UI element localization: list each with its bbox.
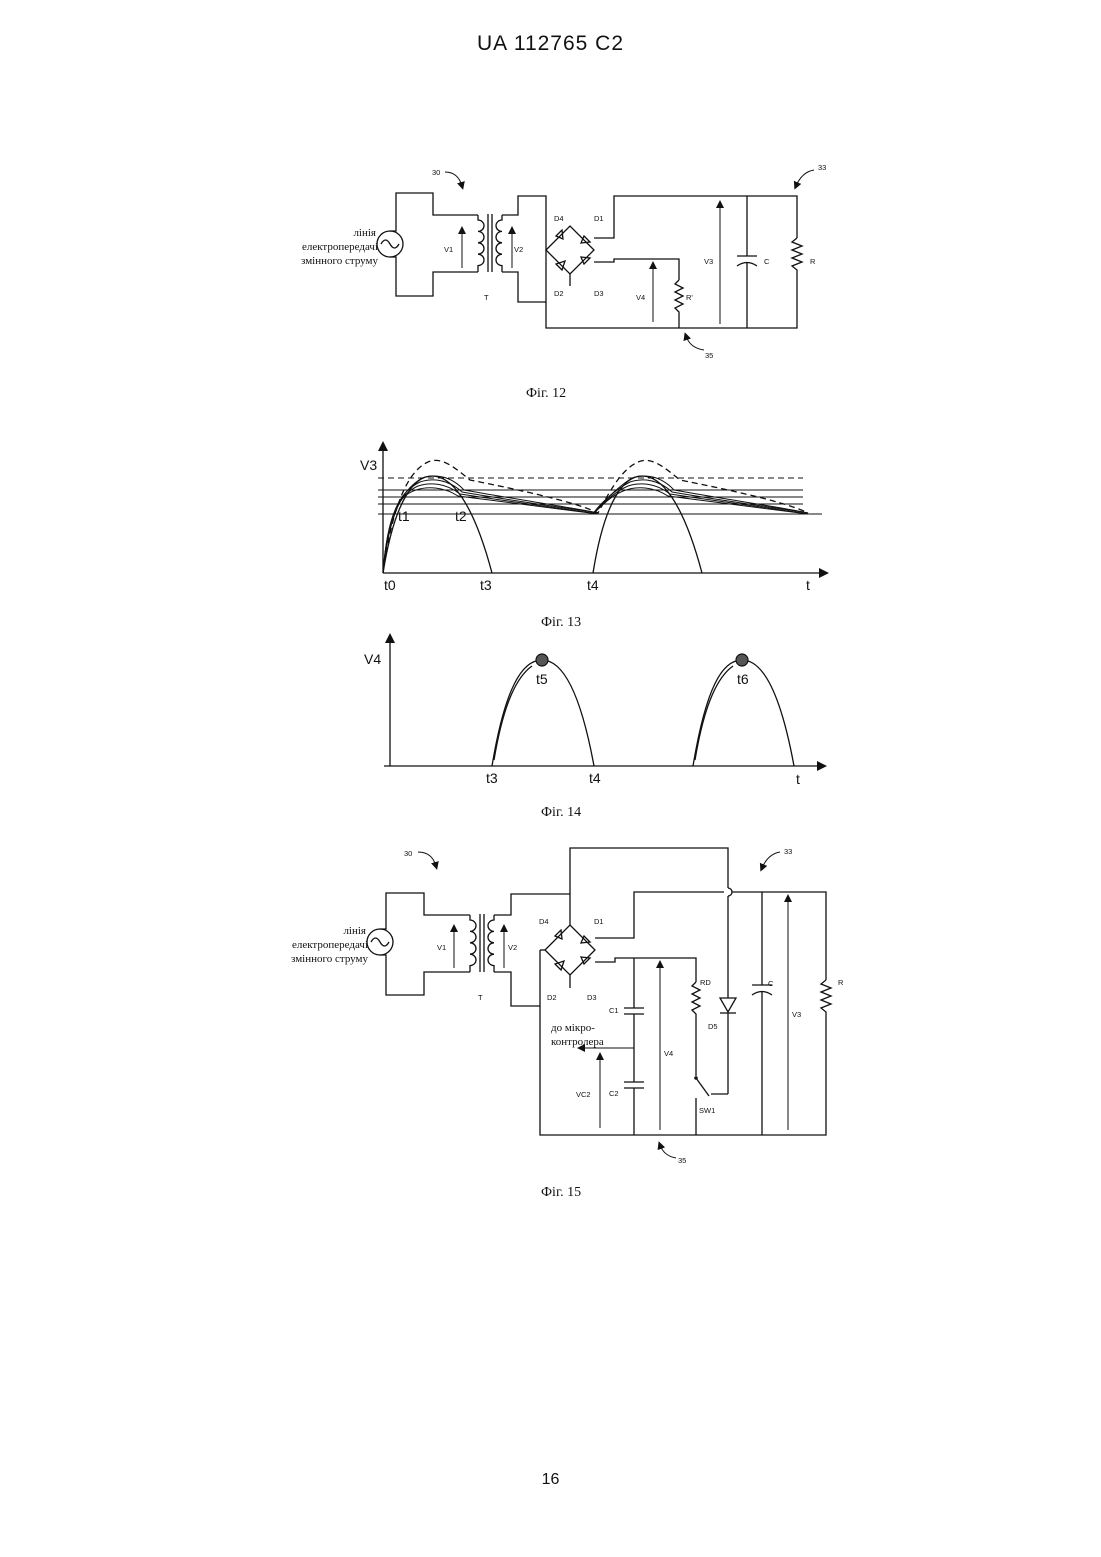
fig15-mcu-line2: контролера <box>551 1036 604 1048</box>
fig12-rprime-label: R' <box>686 293 693 302</box>
fig12-ref-33: 33 <box>818 163 826 172</box>
fig14-x-label: t <box>796 771 800 787</box>
fig14-caption: Фіг. 14 <box>541 805 581 820</box>
fig12-ref-35: 35 <box>705 351 713 360</box>
fig12-transformer-label: T <box>484 293 489 302</box>
fig12-d3-label: D3 <box>594 289 604 298</box>
fig15-source-line3: змінного струму <box>291 953 368 965</box>
fig15-v2-label: V2 <box>508 943 517 952</box>
fig14-t6: t6 <box>737 671 749 687</box>
fig15-vc2-label: VC2 <box>576 1090 591 1099</box>
fig15-c1-label: C1 <box>609 1006 619 1015</box>
fig15-c2-label: C2 <box>609 1089 619 1098</box>
t5-peak-marker <box>536 654 548 666</box>
fig13-x-label: t <box>806 577 810 593</box>
fig12-source-line3: змінного струму <box>301 255 378 267</box>
fig15-source-line1: лінія <box>343 925 366 937</box>
fig12-c-label: C <box>764 257 770 266</box>
fig15-v4-label: V4 <box>664 1049 673 1058</box>
fig15-d4-label: D4 <box>539 917 549 926</box>
fig13-t2: t2 <box>455 508 467 524</box>
fig12-v2-label: V2 <box>514 245 523 254</box>
fig13-plot: V3 t t1 t2 t0 t3 t4 <box>360 446 824 593</box>
fig15-c-label: C <box>768 979 774 988</box>
fig12-d4-label: D4 <box>554 214 564 223</box>
fig15-source-line2: електропередачі <box>292 939 368 951</box>
fig12-r-label: R <box>810 257 816 266</box>
fig14-t4: t4 <box>589 770 601 786</box>
t6-peak-marker <box>736 654 748 666</box>
fig15-sw1-label: SW1 <box>699 1106 715 1115</box>
fig15-d1-label: D1 <box>594 917 604 926</box>
fig15-d5-label: D5 <box>708 1022 718 1031</box>
fig15-transformer-label: T <box>478 993 483 1002</box>
fig13-y-label: V3 <box>360 457 377 473</box>
fig14-t3: t3 <box>486 770 498 786</box>
sine-icon <box>371 938 389 946</box>
fig15-mcu-line1: до мікро- <box>551 1022 595 1034</box>
fig12-bridge-diodes <box>556 230 590 270</box>
fig15-v1-label: V1 <box>437 943 446 952</box>
fig12-ref-30: 30 <box>432 168 440 177</box>
fig15-ref-33: 33 <box>784 847 792 856</box>
fig13-t1: t1 <box>398 508 410 524</box>
fig15-bridge-diodes <box>555 930 590 970</box>
fig12-source-line1: лінія <box>353 227 376 239</box>
fig15-caption: Фіг. 15 <box>541 1185 581 1200</box>
fig15-ref-30: 30 <box>404 849 412 858</box>
fig15-rd-label: RD <box>700 978 711 987</box>
fig13-t0: t0 <box>384 577 396 593</box>
fig12-source-line2: електропередачі <box>302 241 378 253</box>
fig13-t4: t4 <box>587 577 599 593</box>
fig12-v1-label: V1 <box>444 245 453 254</box>
fig12-d1-label: D1 <box>594 214 604 223</box>
fig14-plot: V4 t t5 t6 t3 t4 <box>364 638 822 787</box>
fig15-r-label: R <box>838 978 844 987</box>
fig14-y-label: V4 <box>364 651 381 667</box>
fig15-ref-35: 35 <box>678 1156 686 1165</box>
fig13-t3: t3 <box>480 577 492 593</box>
page-number: 16 <box>0 1471 1101 1489</box>
fig14-t5: t5 <box>536 671 548 687</box>
fig12-v4-label: V4 <box>636 293 645 302</box>
fig13-caption: Фіг. 13 <box>541 615 581 630</box>
fig12-caption: Фіг. 12 <box>526 386 566 401</box>
fig12-v3-label: V3 <box>704 257 713 266</box>
fig15-d2-label: D2 <box>547 993 557 1002</box>
fig12-d2-label: D2 <box>554 289 564 298</box>
fig15-circuit: лінія електропередачі змінного струму V1… <box>291 847 844 1165</box>
sine-icon <box>381 240 399 248</box>
fig12-circuit: лінія електропередачі змінного струму V1… <box>301 163 826 360</box>
fig15-d3-label: D3 <box>587 993 597 1002</box>
fig15-v3-label: V3 <box>792 1010 801 1019</box>
